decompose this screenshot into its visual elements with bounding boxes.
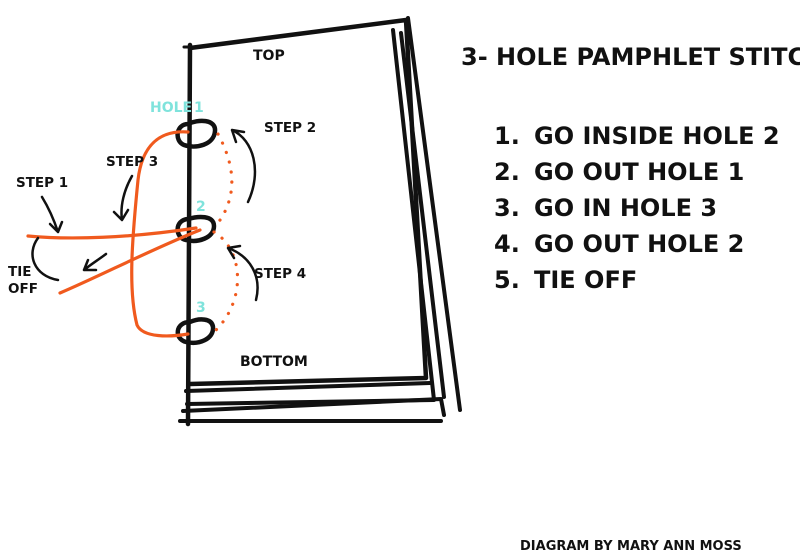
back-page-edge-3 — [406, 16, 462, 412]
thread-end-lower — [58, 228, 202, 295]
step-5-number: 5. — [494, 266, 520, 294]
step-1-number: 1. — [494, 122, 520, 150]
inside-stitch-hole2-hole3 — [212, 230, 240, 332]
hole-3-label: 3 — [196, 300, 206, 316]
hole-2-label: 2 — [196, 199, 206, 215]
step-2-arrow — [230, 128, 257, 204]
off-label: OFF — [8, 281, 38, 297]
thread — [26, 130, 240, 338]
hole-1-label: 1 — [194, 100, 204, 116]
step-4-number: 4. — [494, 230, 520, 258]
back-page-edge-1 — [185, 28, 436, 406]
hole-label: HOLE — [150, 100, 192, 116]
hole-1 — [175, 118, 218, 149]
diagram-title: 3- HOLE PAMPHLET STITCH — [461, 43, 800, 71]
step-2-text: GO OUT HOLE 1 — [534, 158, 744, 186]
credit-text: DIAGRAM BY MARY ANN MOSS — [520, 539, 742, 554]
back-page-bottom-1 — [181, 397, 446, 417]
step-4-arrow — [226, 244, 259, 302]
step-4-label: STEP 4 — [254, 266, 306, 282]
thread-hole1-to-hole3 — [130, 130, 190, 338]
step-3-arrow — [112, 174, 134, 222]
step-3-number: 3. — [494, 194, 520, 222]
steps-list: 1. GO INSIDE HOLE 2 2. GO OUT HOLE 1 3. … — [494, 122, 780, 294]
tie-off-bracket — [31, 236, 60, 282]
top-label: TOP — [253, 48, 285, 64]
step-2-number: 2. — [494, 158, 520, 186]
booklet-drawing — [178, 16, 462, 427]
hole-3 — [175, 317, 216, 345]
bottom-label: BOTTOM — [240, 354, 308, 370]
tie-off-arrow — [82, 252, 108, 272]
step-1-label: STEP 1 — [16, 175, 68, 191]
step-1-arrow — [40, 195, 64, 234]
thread-end-upper — [26, 226, 198, 240]
inside-stitch-hole1-hole2 — [212, 132, 234, 230]
diagram-labels: TOP BOTTOM HOLE 1 2 3 STEP 1 STEP 2 STEP… — [8, 48, 316, 370]
step-4-text: GO OUT HOLE 2 — [534, 230, 744, 258]
front-cover-outline — [187, 17, 429, 387]
step-5-text: TIE OFF — [534, 266, 637, 294]
tie-label: TIE — [8, 264, 31, 280]
step-arrows — [31, 128, 259, 302]
step-3-label: STEP 3 — [106, 154, 158, 170]
step-2-label: STEP 2 — [264, 120, 316, 136]
step-1-text: GO INSIDE HOLE 2 — [534, 122, 780, 150]
step-3-text: GO IN HOLE 3 — [534, 194, 717, 222]
front-cover-bottom — [184, 381, 432, 393]
